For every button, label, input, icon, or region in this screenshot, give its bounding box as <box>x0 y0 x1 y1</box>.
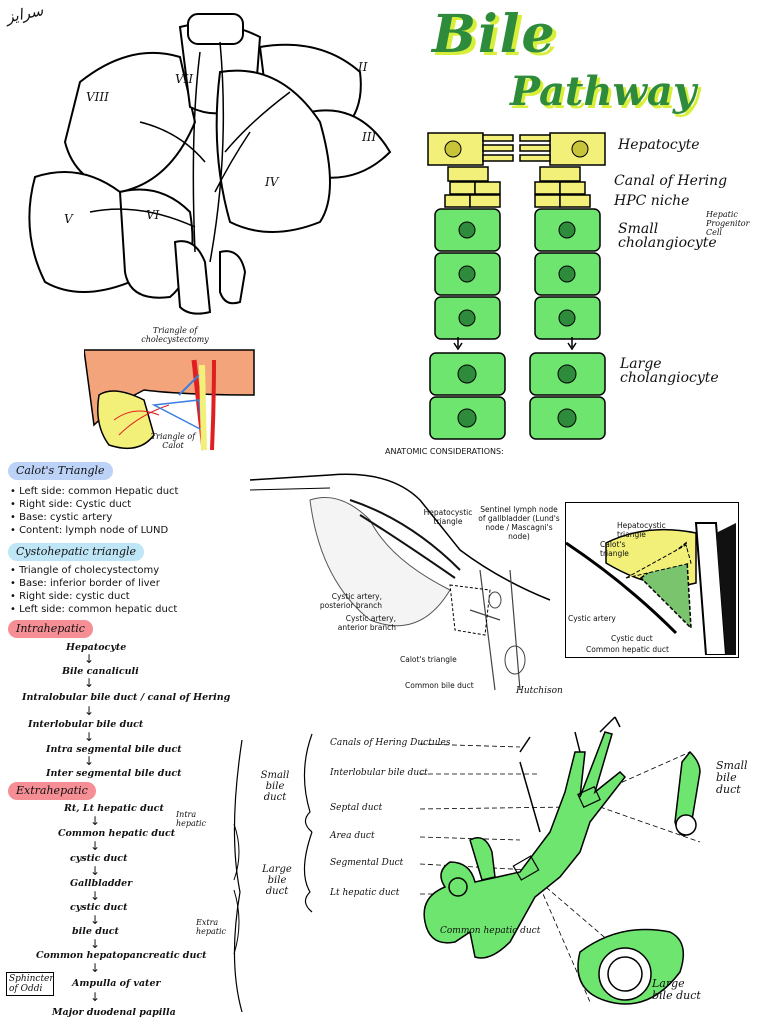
list-item: Base: inferior border of liver <box>10 577 177 590</box>
label-intra-hepatic: Intra hepatic <box>176 810 207 828</box>
label-lt-hepatic-duct: Lt hepatic duct <box>330 888 400 898</box>
liver-segment-V: V <box>64 212 73 226</box>
down-arrow-icon: ↓ <box>84 704 95 718</box>
flow-step: cystic duct <box>70 902 128 913</box>
illustrator-signature: Hutchison <box>516 686 563 696</box>
flow-step: Common hepatic duct <box>58 828 176 839</box>
sphincter-of-oddi-box: Sphincter of Oddi <box>6 972 54 996</box>
flow-step: Intralobular bile duct / canal of Hering <box>22 692 231 703</box>
inset-label-cystic-duct: Cystic duct <box>611 634 653 643</box>
label-large-bile-duct-callout: Large bile duct <box>652 977 701 1002</box>
anatomy-label-sentinel-lymph-node: Sentinel lymph node of gallbladder (Lund… <box>478 505 560 541</box>
anatomy-inset-illustration <box>566 522 736 655</box>
label-triangle-of-cholecystectomy: Triangle of cholecystectomy <box>141 326 209 344</box>
label-large-bile-duct-group: Large bile duct <box>262 864 292 897</box>
down-arrow-icon: ↓ <box>84 676 95 690</box>
label-hpc-niche: HPC niche <box>614 193 690 209</box>
down-arrow-icon: ↓ <box>90 814 101 828</box>
calot-triangle-illustration <box>84 349 255 451</box>
list-item: Right side: cystic duct <box>10 590 177 603</box>
title-bile: Bile <box>432 4 557 65</box>
label-small-cholangiocyte: Small cholangiocyte <box>618 221 717 251</box>
down-arrow-icon: ↓ <box>90 889 101 903</box>
anatomy-illustration <box>250 473 551 691</box>
label-small-bile-duct-group: Small bile duct <box>260 770 290 803</box>
label-hpc-note: Hepatic Progenitor Cell <box>706 210 750 237</box>
label-segmental-duct: Segmental Duct <box>330 858 404 868</box>
flow-step: Interlobular bile duct <box>28 719 144 730</box>
down-arrow-icon: ↓ <box>90 839 101 853</box>
flow-step: Ampulla of vater <box>72 978 161 989</box>
flow-step: cystic duct <box>70 853 128 864</box>
down-arrow-icon: ↓ <box>90 961 101 975</box>
flow-step: Intra segmental bile duct <box>46 744 182 755</box>
down-arrow-icon: ↓ <box>84 754 95 768</box>
flow-step: Major duodenal papilla <box>52 1007 176 1018</box>
liver-segment-VIII: VIII <box>86 90 109 104</box>
label-canals-of-hering-ductules: Canals of Hering Ductules <box>330 738 451 748</box>
anatomy-inset <box>565 502 739 658</box>
flow-step: Bile canaliculi <box>62 666 139 677</box>
flow-step: Inter segmental bile duct <box>46 768 182 779</box>
anatomy-label-common-bile-duct: Common bile duct <box>405 681 474 690</box>
calots-triangle-list: Left side: common Hepatic duct Right sid… <box>10 485 178 537</box>
list-item: Right side: Cystic duct <box>10 498 178 511</box>
label-small-bile-duct-callout: Small bile duct <box>716 759 748 796</box>
list-item: Left side: common hepatic duct <box>10 603 177 616</box>
list-item: Triangle of cholecystectomy <box>10 564 177 577</box>
cystohepatic-triangle-list: Triangle of cholecystectomy Base: inferi… <box>10 564 177 616</box>
down-arrow-icon: ↓ <box>84 652 95 666</box>
intrahepatic-heading: Intrahepatic <box>8 620 93 638</box>
anatomy-heading: ANATOMIC CONSIDERATIONS: <box>385 447 504 456</box>
down-arrow-icon: ↓ <box>84 730 95 744</box>
label-area-duct: Area duct <box>330 831 375 841</box>
down-arrow-icon: ↓ <box>90 913 101 927</box>
label-triangle-of-calot: Triangle of Calot <box>150 432 196 450</box>
duct-tree-illustration <box>233 716 701 1013</box>
liver-segment-IV: IV <box>265 175 279 189</box>
anatomy-label-cystic-artery-posterior: Cystic artery, posterior branch <box>319 592 382 610</box>
label-common-hepatic-duct: Common hepatic duct <box>440 926 541 936</box>
label-extra-hepatic: Extra hepatic <box>196 918 227 936</box>
label-large-cholangiocyte: Large cholangiocyte <box>620 356 719 386</box>
calots-triangle-heading: Calot's Triangle <box>8 462 113 480</box>
down-arrow-icon: ↓ <box>90 990 101 1004</box>
cholangiocyte-diagram <box>427 132 606 440</box>
list-item: Left side: common Hepatic duct <box>10 485 178 498</box>
flow-step: Rt, Lt hepatic duct <box>64 803 164 814</box>
anatomy-label-cystic-artery-anterior: Cystic artery, anterior branch <box>337 614 396 632</box>
label-septal-duct: Septal duct <box>330 803 383 813</box>
inset-label-common-hepatic-duct: Common hepatic duct <box>586 645 669 654</box>
liver-segment-III: III <box>362 130 377 144</box>
cystohepatic-triangle-heading: Cystohepatic triangle <box>8 543 145 561</box>
list-item: Base: cystic artery <box>10 511 178 524</box>
liver-segment-VI: VI <box>146 208 160 222</box>
liver-segment-VII: VII <box>175 72 194 86</box>
title-pathway: Pathway <box>510 68 697 115</box>
label-canal-of-hering: Canal of Hering <box>614 173 728 189</box>
flow-step: Common hepatopancreatic duct <box>36 950 207 961</box>
anatomy-label-hepatocystic-triangle: Hepatocystic triangle <box>423 508 473 526</box>
flow-step: bile duct <box>72 926 119 937</box>
anatomy-label-calots-triangle: Calot's triangle <box>400 655 457 664</box>
list-item: Content: lymph node of LUND <box>10 524 178 537</box>
inset-label-cystic-artery: Cystic artery <box>568 614 616 623</box>
down-arrow-icon: ↓ <box>90 937 101 951</box>
label-hepatocyte: Hepatocyte <box>618 137 700 153</box>
label-interlobular-bile-duct: Interlobular bile duct <box>330 768 428 778</box>
extrahepatic-heading: Extrahepatic <box>8 782 96 800</box>
inset-label-hepatocystic-triangle: Hepatocystic triangle <box>617 521 666 539</box>
flow-step: Gallbladder <box>70 878 133 889</box>
liver-segment-II: II <box>358 60 368 74</box>
liver-illustration <box>28 13 392 315</box>
inset-label-calots-triangle: Calot's triangle <box>600 540 629 558</box>
flow-step: Hepatocyte <box>66 642 127 653</box>
down-arrow-icon: ↓ <box>90 864 101 878</box>
